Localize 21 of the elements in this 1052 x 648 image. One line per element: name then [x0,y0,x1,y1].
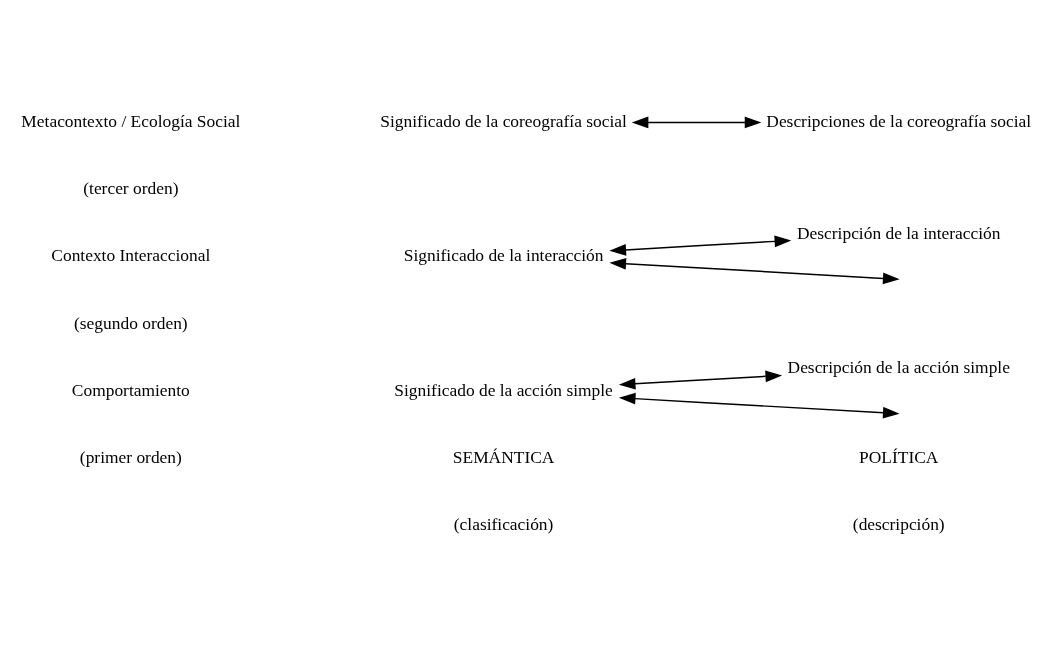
label: Metacontexto / Ecología Social [21,110,241,131]
node-text: Significado de la acción simple [394,379,613,400]
node-text: Significado de la interacción [403,245,604,266]
label: (primer orden) [79,447,182,468]
node-text: Descripción de la acción simple [787,357,1010,378]
label: (tercer orden) [83,178,179,199]
label: Contexto Interaccional [51,245,211,266]
label: POLÍTICA [859,447,939,468]
label: Comportamiento [71,379,190,400]
arrow [618,392,900,419]
arrow [631,116,762,129]
label: (descripción) [852,514,945,535]
label: SEMÁNTICA [452,447,555,468]
node-text: Descripciones de la coreografía social [766,110,1032,131]
node-text: Significado de la coreografía social [380,110,627,131]
arrow [618,370,783,390]
label: (segundo orden) [74,312,188,333]
arrow [609,257,900,285]
label: (clasificación) [453,514,554,535]
node-text: Descripción de la interacción [797,223,1001,243]
arrow [609,235,792,256]
